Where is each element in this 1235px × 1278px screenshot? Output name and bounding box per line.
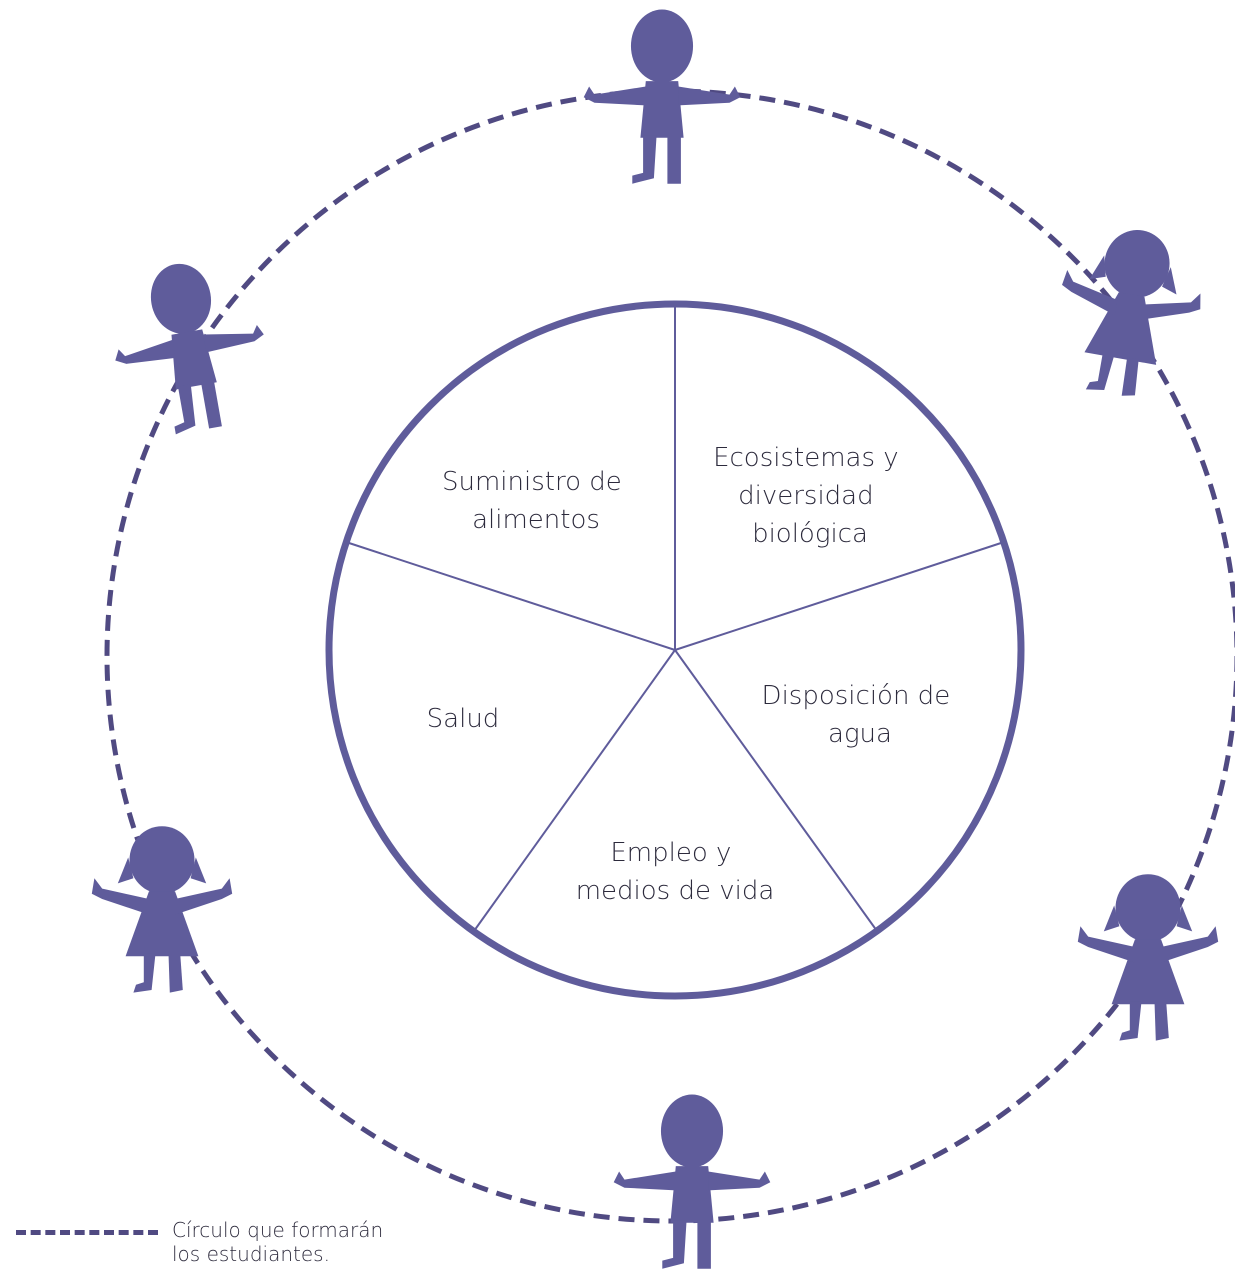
segment-label-line: alimentos: [472, 505, 600, 535]
divider-bottom-right: [674, 649, 878, 932]
child-silhouette-icon: [91, 826, 233, 993]
legend: Círculo que formarán los estudiantes.: [16, 1218, 383, 1266]
divider-left: [348, 542, 676, 651]
segment-label-line: diversidad: [738, 481, 874, 511]
child-silhouette-icon: [613, 1094, 771, 1269]
segment-label-line: agua: [828, 719, 892, 749]
legend-text-line: los estudiantes.: [172, 1242, 330, 1266]
legend-text-line: Círculo que formarán: [172, 1218, 384, 1242]
child-silhouette-icon: [583, 9, 741, 184]
segment-label-food: Suministro de alimentos: [442, 467, 630, 535]
segment-label-line: Suministro de: [442, 467, 622, 497]
child-silhouette-icon: [1077, 874, 1219, 1041]
segment-label-water: Disposición de agua: [762, 681, 959, 749]
dashed-line-icon: [16, 1230, 158, 1235]
segment-label-line: Ecosistemas y: [713, 443, 899, 473]
segment-label-line: Salud: [427, 704, 500, 734]
divider-right: [674, 542, 1002, 651]
divider-bottom-left: [473, 649, 676, 932]
child-silhouette-icon: [1044, 218, 1213, 407]
segment-label-line: Empleo y: [610, 838, 731, 868]
segment-label-employment: Empleo y medios de vida: [576, 838, 775, 906]
segment-label-line: biológica: [752, 519, 868, 549]
legend-text: Círculo que formarán los estudiantes.: [172, 1218, 383, 1266]
segment-label-health: Salud: [427, 704, 500, 734]
segment-label-ecosystems: Ecosistemas y diversidad biológica: [713, 443, 907, 549]
segment-label-line: medios de vida: [576, 876, 775, 906]
segment-dividers: [348, 307, 1002, 932]
segment-label-line: Disposición de: [762, 681, 951, 711]
